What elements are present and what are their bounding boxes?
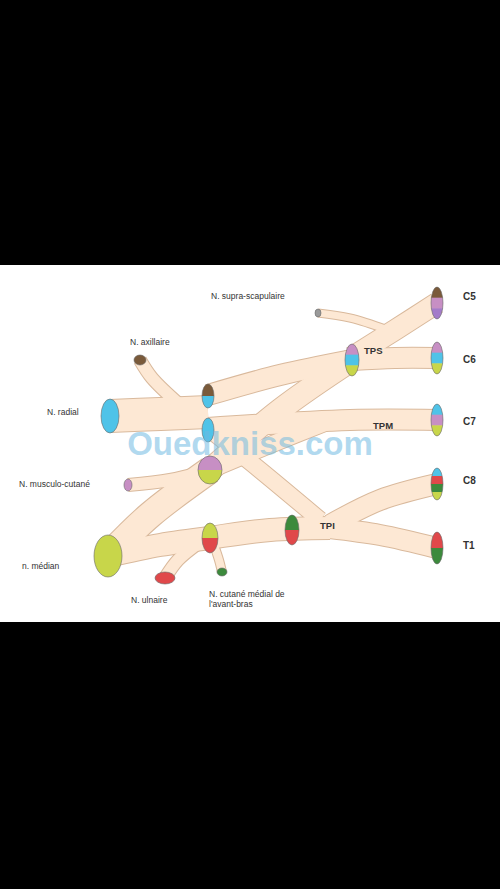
root-label: C7 — [463, 416, 476, 428]
fiber-sector — [431, 298, 443, 309]
root-label: C5 — [463, 291, 476, 303]
nerve-section — [124, 479, 132, 492]
section-rim — [217, 568, 227, 576]
fiber-sector — [124, 479, 132, 492]
fiber-sector — [431, 548, 443, 565]
nerve-section — [202, 523, 218, 554]
section-rim — [202, 384, 214, 408]
section-rim — [124, 479, 132, 491]
nerve-name: N. ulnaire — [131, 596, 167, 606]
fiber-sector — [202, 523, 218, 539]
trunk-label: TPM — [373, 421, 393, 432]
fiber-sector — [431, 492, 443, 501]
fiber-sector — [345, 344, 359, 355]
nerve-outline — [110, 412, 208, 416]
nerve-name: N. cutané médial de l'avant-bras — [209, 590, 291, 610]
root-label: C6 — [463, 354, 476, 366]
fiber-sector — [315, 309, 321, 318]
nerve-name: n. médian — [22, 562, 59, 572]
nerve-tube — [330, 528, 437, 548]
trunk-label: TPS — [364, 346, 382, 357]
nerve-section — [202, 384, 214, 409]
nerve-section — [431, 532, 443, 565]
nerve-section — [431, 287, 443, 320]
section-rim — [431, 342, 443, 374]
nerve-outline — [330, 484, 437, 525]
nerve-tube — [208, 360, 352, 395]
fiber-sector — [94, 535, 122, 578]
section-rim — [155, 572, 175, 584]
nerve-outline — [210, 528, 330, 538]
section-rim — [315, 309, 321, 317]
fiber-sector — [202, 384, 214, 397]
root-label: T1 — [463, 540, 475, 552]
fiber-sector — [431, 415, 443, 426]
fiber-sector — [431, 353, 443, 364]
fiber-sector — [155, 572, 175, 585]
section-rim — [431, 532, 443, 564]
nerve-section — [285, 515, 299, 546]
fiber-sector — [202, 396, 214, 409]
fiber-sector — [431, 287, 443, 298]
nerve-name: N. radial — [47, 408, 79, 418]
nerve-section — [134, 355, 146, 366]
fiber-sector — [431, 476, 443, 485]
nerve-tube — [352, 358, 437, 360]
nerve-outline — [318, 313, 388, 330]
section-rim — [345, 344, 359, 376]
nerve-outline — [330, 528, 437, 548]
nerve-tube — [210, 528, 330, 538]
nerve-name: N. axillaire — [130, 338, 170, 348]
section-rim — [202, 523, 218, 553]
nerve-tube — [330, 484, 437, 525]
nerve-section — [315, 309, 321, 318]
fiber-sector — [431, 342, 443, 353]
nerve-section — [94, 535, 122, 578]
trunk-label: TPI — [320, 521, 335, 532]
section-rim — [285, 515, 299, 545]
nerve-name: N. supra-scapulaire — [211, 292, 285, 302]
fiber-sector — [198, 470, 222, 485]
fiber-sector — [285, 515, 299, 531]
section-rim — [431, 404, 443, 436]
nerve-section — [155, 572, 175, 585]
section-rim — [94, 535, 122, 577]
section-rim — [134, 355, 146, 365]
fiber-sector — [202, 538, 218, 554]
fiber-sector — [101, 399, 119, 434]
fiber-sector — [285, 530, 299, 546]
fiber-sector — [431, 484, 443, 493]
nerve-outline — [352, 358, 437, 360]
watermark: Ouedkniss.com — [95, 425, 405, 463]
nerve-section — [431, 342, 443, 375]
fiber-sector — [217, 568, 227, 577]
fiber-sector — [345, 355, 359, 366]
nerve-tube — [318, 313, 388, 330]
nerve-section — [345, 344, 359, 377]
nerve-section — [431, 468, 443, 501]
section-rim — [101, 399, 119, 433]
nerve-name: N. musculo-cutané — [19, 480, 90, 490]
section-rim — [431, 287, 443, 319]
nerve-tube — [140, 360, 180, 405]
section-rim — [431, 468, 443, 500]
nerve-section — [217, 568, 227, 577]
nerve-section — [101, 399, 119, 434]
nerve-tube — [110, 412, 208, 416]
fiber-sector — [431, 404, 443, 415]
fiber-sector — [134, 355, 146, 366]
fiber-sector — [431, 532, 443, 549]
cut-sections — [94, 287, 443, 585]
root-label: C8 — [463, 475, 476, 487]
nerve-section — [431, 404, 443, 437]
